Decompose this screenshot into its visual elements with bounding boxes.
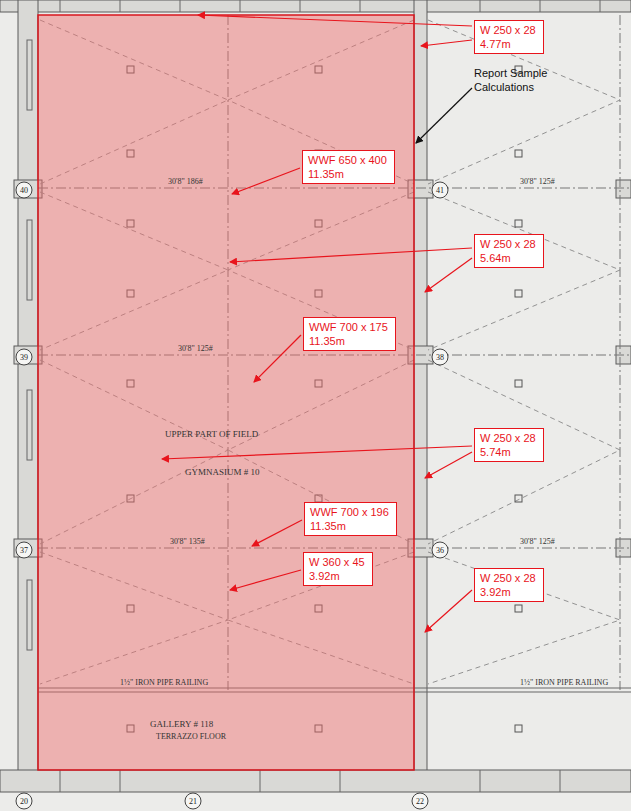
plan-label: 1½" IRON PIPE RAILING [120,677,208,688]
plan-rect [616,180,631,198]
plan-rect [0,770,631,792]
plan-path [421,40,472,46]
plan-rect [515,605,522,612]
plan-path [60,0,600,12]
plan-circle [185,793,201,809]
plan-label: 30'8" 135# [170,536,205,547]
plan-rect [18,0,38,790]
member-size: WWF 650 x 400 [308,153,389,167]
plan-path [425,590,472,632]
member-size: W 250 x 28 [480,571,538,585]
plan-rect [414,0,427,790]
member-size: W 250 x 28 [480,23,538,37]
plan-rect [38,15,414,770]
member-size: W 360 x 45 [309,555,367,569]
plan-label: TERRAZZO FLOOR [156,731,226,742]
grid-number: 20 [20,796,28,807]
plan-g [0,0,631,792]
grid-number: 22 [416,796,424,807]
member-length: 11.35m [310,519,391,533]
callout-box: WWF 650 x 40011.35m [302,150,395,184]
plan-path [425,258,472,292]
plan-rect [515,495,522,502]
member-size: WWF 700 x 175 [309,320,390,334]
plan-circle [16,182,32,198]
plan-label: GALLERY # 118 [150,718,213,730]
grid-number: 21 [189,796,197,807]
plan-label: 30'8" 125# [520,536,555,547]
plan-circle [16,349,32,365]
member-length: 3.92m [309,569,367,583]
plan-rect [515,290,522,297]
member-length: 11.35m [308,167,389,181]
plan-path [416,88,472,143]
callout-box: WWF 700 x 19611.35m [304,502,397,536]
plan-path [428,20,620,684]
plan-label: 30'8" 125# [520,176,555,187]
grid-number: 37 [20,545,28,556]
plan-label: 30'8" 125# [178,343,213,354]
member-size: WWF 700 x 196 [310,505,391,519]
plan-label: 1½" IRON PIPE RAILING [520,677,608,688]
plan-path [252,520,302,546]
callout-box: W 250 x 285.74m [474,428,544,462]
member-length: 5.74m [480,445,538,459]
plan-path [230,570,301,590]
plan-circle [16,793,32,809]
member-length: 11.35m [309,334,390,348]
grid-number: 40 [20,185,28,196]
plan-rect [27,390,32,460]
plan-g [162,15,472,632]
plan-rect [515,380,522,387]
member-length: 3.92m [480,585,538,599]
plan-path [254,335,301,382]
callout-box: W 250 x 283.92m [474,568,544,602]
grid-number: 38 [436,352,444,363]
plan-rect [27,220,32,300]
plan-path [230,248,472,262]
plan-rect [27,40,32,110]
callout-box: W 250 x 285.64m [474,234,544,268]
plan-g [27,0,600,792]
plan-circle [412,793,428,809]
plan-circle [16,542,32,558]
grid-number: 39 [20,352,28,363]
note-text: Report Sample Calculations [474,66,556,94]
callout-box: W 360 x 453.92m [303,552,373,586]
plan-rect [515,725,522,732]
plan-path [162,446,472,459]
plan-circle [432,182,448,198]
plan-path [60,770,560,792]
plan-label: UPPER PART OF FIELD [165,428,258,440]
grid-number: 41 [436,185,444,196]
plan-label: GYMNASIUM # 10 [185,466,260,478]
plan-rect [515,150,522,157]
plan-path [198,15,472,26]
member-size: W 250 x 28 [480,237,538,251]
plan-path [232,168,300,194]
plan-circle [432,542,448,558]
plan-rect [0,0,631,12]
member-length: 4.77m [480,37,538,51]
member-length: 5.64m [480,251,538,265]
plan-rect [515,220,522,227]
callout-box: WWF 700 x 17511.35m [303,317,396,351]
plan-circle [432,349,448,365]
plan-path [425,452,472,478]
callout-box: W 250 x 284.77m [474,20,544,54]
plan-rect [27,580,32,650]
grid-number: 36 [436,545,444,556]
member-size: W 250 x 28 [480,431,538,445]
plan-label: 30'8" 186# [168,176,203,187]
